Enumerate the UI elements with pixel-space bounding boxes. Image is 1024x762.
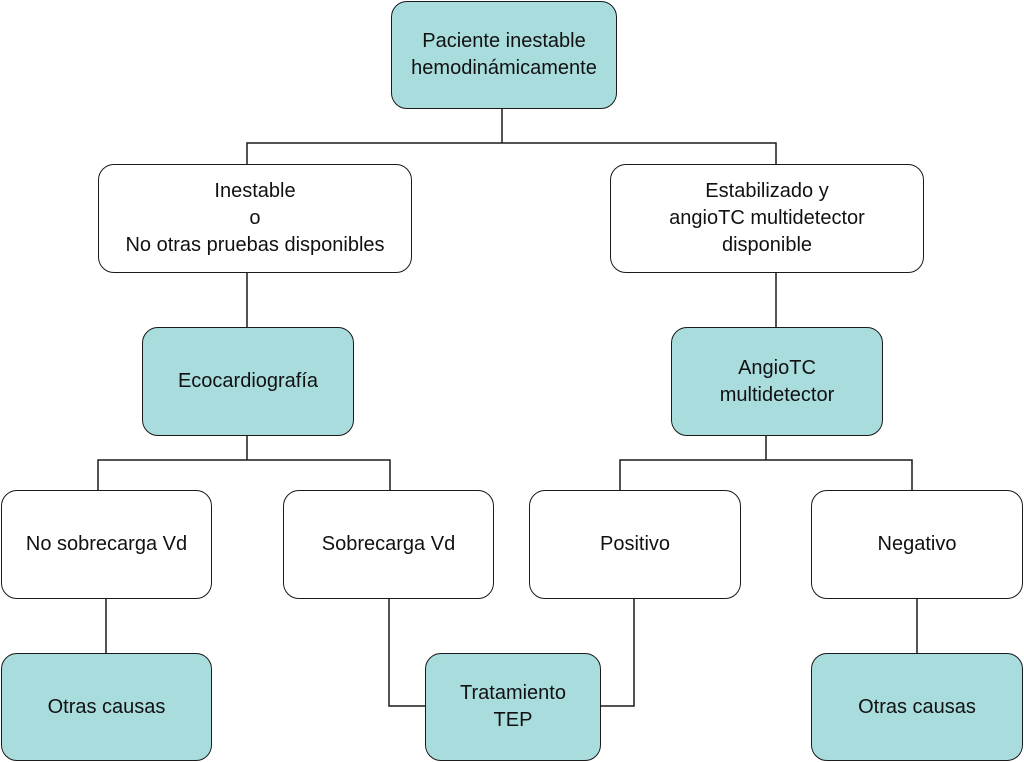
node-negativo: Negativo	[811, 490, 1023, 599]
node-positivo: Positivo	[529, 490, 741, 599]
node-sobrecarga: Sobrecarga Vd	[283, 490, 494, 599]
node-root: Paciente inestable hemodinámicamente	[391, 1, 617, 109]
node-no-sobrecarga: No sobrecarga Vd	[1, 490, 212, 599]
node-angiotc: AngioTC multidetector	[671, 327, 883, 436]
connector-eco-branch	[97, 459, 391, 490]
node-ecocardiografia: Ecocardiografía	[142, 327, 354, 436]
node-otras-causas-right: Otras causas	[811, 653, 1023, 761]
node-estabilizado: Estabilizado y angioTC multidetector dis…	[610, 164, 924, 273]
node-inestable: Inestable o No otras pruebas disponibles	[98, 164, 412, 273]
node-tratamiento-tep: Tratamiento TEP	[425, 653, 601, 761]
connector-angio-branch	[619, 459, 913, 490]
connector-pos-trat	[600, 598, 635, 707]
node-otras-causas-left: Otras causas	[1, 653, 212, 761]
connector-root-branch	[246, 142, 777, 164]
connector-sob-trat	[388, 598, 425, 707]
